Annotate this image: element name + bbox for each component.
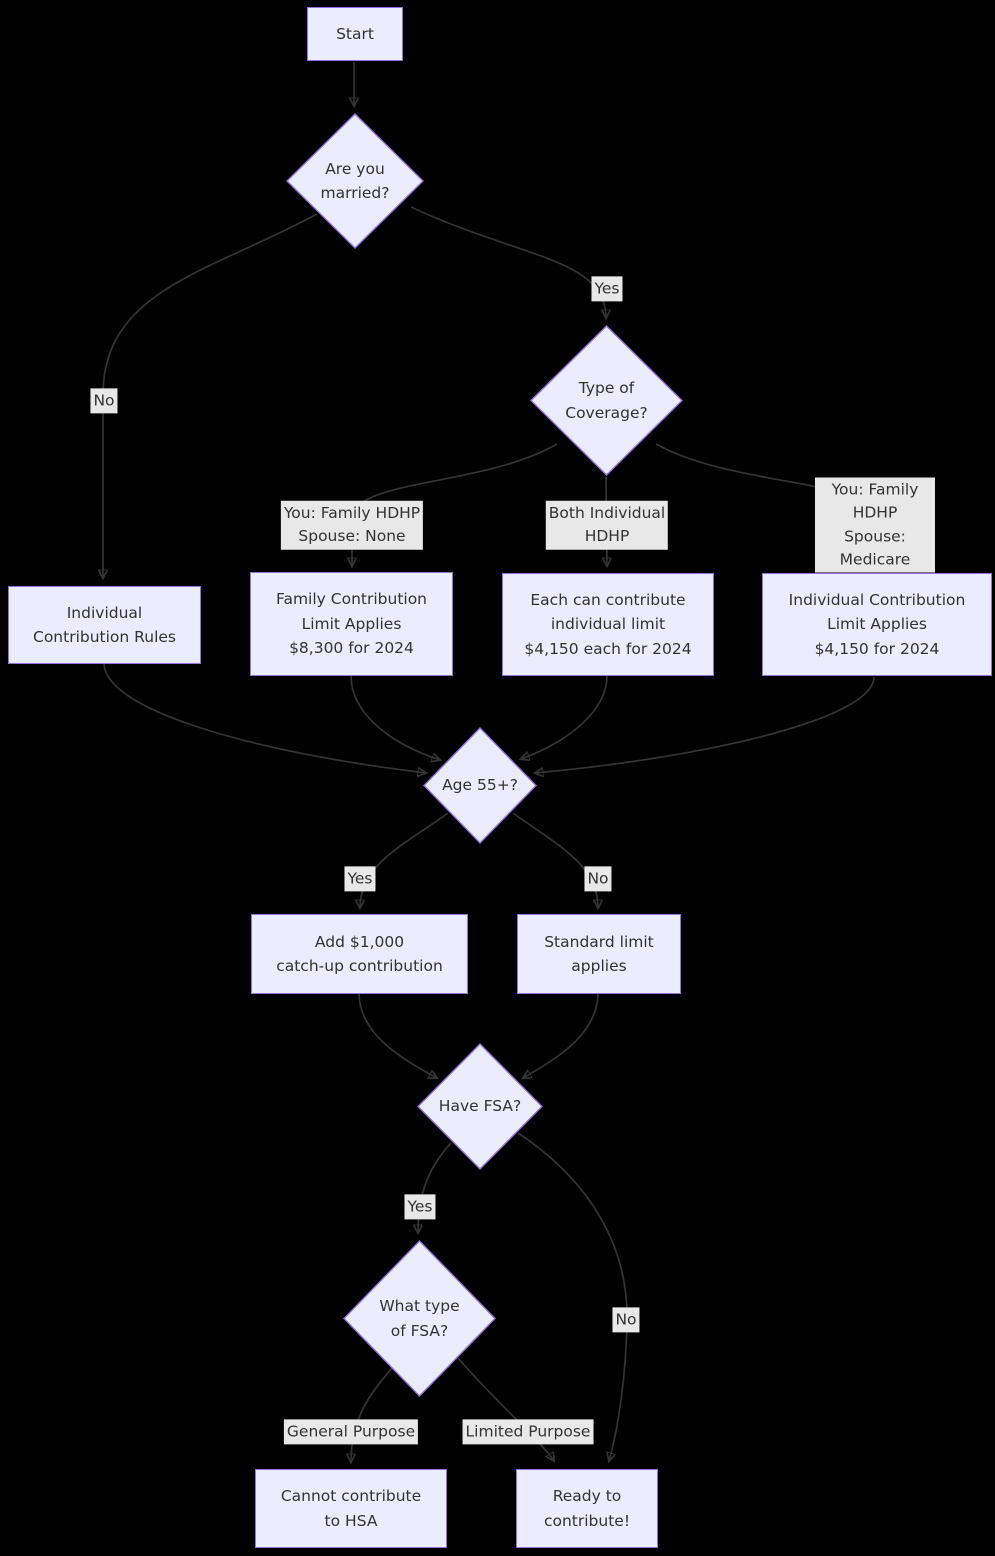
node-family-limit: Family Contribution Limit Applies $8,300… <box>250 572 453 676</box>
edge-indivrules-to-age <box>103 663 426 773</box>
edge-catchup-to-fsa <box>358 993 437 1078</box>
node-individual-contribution-rules-label: Individual Contribution Rules <box>33 603 176 646</box>
node-individual-limit: Individual Contribution Limit Applies $4… <box>762 573 992 676</box>
node-each-individual-limit: Each can contribute individual limit $4,… <box>502 573 714 676</box>
node-each-individual-limit-label: Each can contribute individual limit $4,… <box>524 590 692 658</box>
edge-fsa-yes <box>418 1142 452 1233</box>
node-ready-to-contribute-label: Ready to contribute! <box>543 1487 631 1530</box>
edge-fsatype-general <box>351 1367 393 1462</box>
edge-standard-to-fsa <box>523 993 599 1078</box>
edge-age-yes <box>360 812 449 908</box>
edge-label-fsa-yes: Yes <box>404 1194 436 1220</box>
node-cannot-contribute: Cannot contribute to HSA <box>255 1469 447 1548</box>
decision-type-of-coverage-label: Type of Coverage? <box>565 379 648 422</box>
node-individual-contribution-rules: Individual Contribution Rules <box>8 586 201 664</box>
edge-label-both-individual-hdhp: Both Individual HDHP <box>545 500 669 550</box>
edge-label-family-hdhp-spouse-none: You: Family HDHP Spouse: None <box>280 500 424 550</box>
edge-label-married-no: No <box>90 388 118 414</box>
edge-familylimit-to-age <box>350 675 440 760</box>
node-catchup-contribution-label: Add $1,000 catch-up contribution <box>276 932 443 975</box>
edge-indivlimit-to-age <box>535 676 875 773</box>
edge-label-family-hdhp-spouse-medicare: You: Family HDHP Spouse: Medicare <box>815 477 935 573</box>
edge-label-limited-purpose: Limited Purpose <box>462 1419 594 1445</box>
edge-label-married-yes: Yes <box>591 276 623 302</box>
node-start-label: Start <box>336 24 374 43</box>
decision-have-fsa-label: Have FSA? <box>438 1097 522 1116</box>
edge-married-yes <box>410 206 606 318</box>
node-cannot-contribute-label: Cannot contribute to HSA <box>280 1487 422 1530</box>
decision-have-fsa: Have FSA? <box>417 1043 543 1170</box>
edge-label-age-yes: Yes <box>344 866 376 892</box>
edge-label-general-purpose: General Purpose <box>283 1419 419 1445</box>
decision-type-of-coverage: Type of Coverage? <box>530 325 683 476</box>
node-start: Start <box>307 7 403 61</box>
edge-label-fsa-no: No <box>612 1307 640 1333</box>
edge-age-no <box>512 812 598 908</box>
node-standard-limit-label: Standard limit applies <box>544 932 654 975</box>
node-family-limit-label: Family Contribution Limit Applies $8,300… <box>275 590 428 658</box>
edge-fsa-no <box>517 1132 628 1461</box>
edge-married-no <box>103 213 318 578</box>
node-standard-limit: Standard limit applies <box>517 914 681 994</box>
node-catchup-contribution: Add $1,000 catch-up contribution <box>251 914 468 994</box>
node-ready-to-contribute: Ready to contribute! <box>516 1469 658 1548</box>
edge-eachlimit-to-age <box>521 675 608 759</box>
decision-are-you-married: Are you married? <box>286 113 424 249</box>
decision-age-55-label: Age 55+? <box>442 776 518 795</box>
decision-age-55: Age 55+? <box>423 727 537 844</box>
node-individual-limit-label: Individual Contribution Limit Applies $4… <box>788 590 966 658</box>
edge-fsatype-limited <box>457 1357 554 1461</box>
decision-are-you-married-label: Are you married? <box>320 159 390 202</box>
decision-fsa-type-label: What type of FSA? <box>379 1297 460 1340</box>
edge-label-age-no: No <box>584 866 612 892</box>
decision-fsa-type: What type of FSA? <box>343 1240 496 1397</box>
